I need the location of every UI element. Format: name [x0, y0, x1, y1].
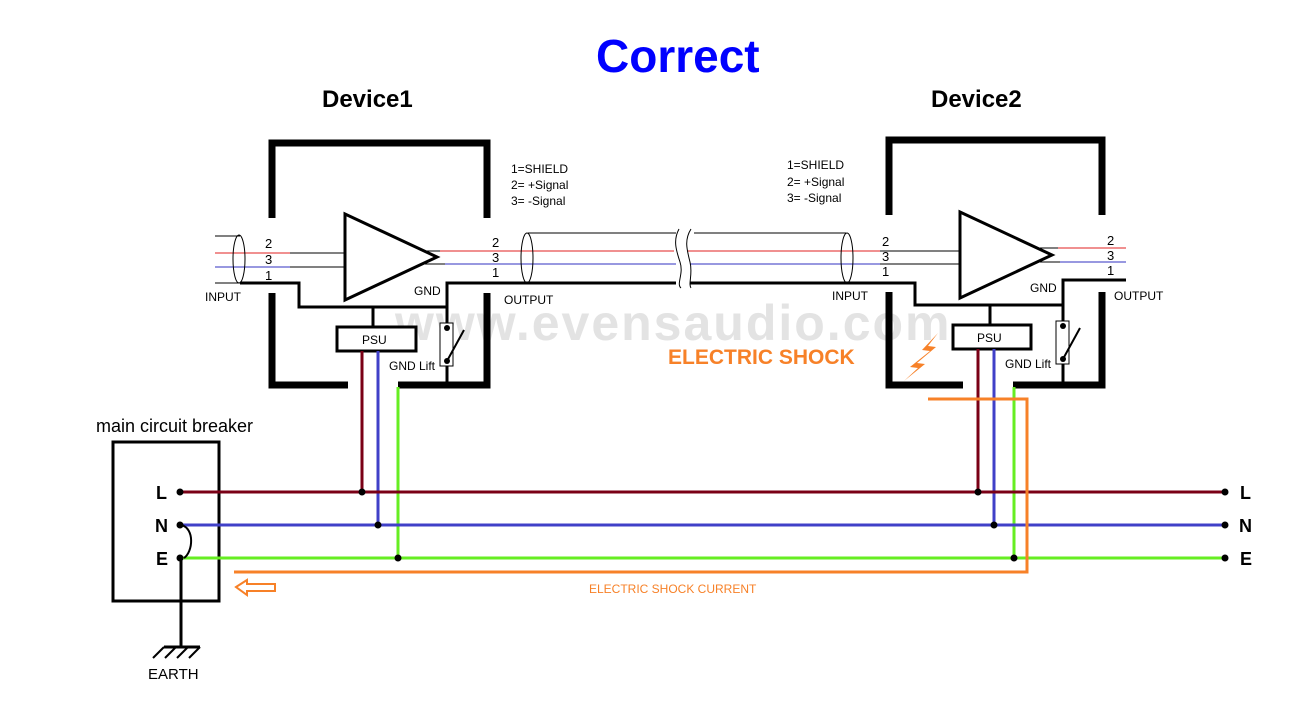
device1-output-pin-2: 2: [492, 235, 499, 250]
pin-legend-1-line-2: 2= +Signal: [511, 178, 568, 192]
device1-ground-wiring: [240, 281, 520, 385]
device1-gnd-label: GND: [414, 284, 441, 298]
device2-output-pin-2: 2: [1107, 233, 1114, 248]
junction-dots: [176, 488, 1229, 562]
device1: 2 3 1 INPUT 2 3 1 OUTPUT GND PSU: [205, 139, 554, 558]
device2-psu-label: PSU: [977, 331, 1002, 345]
shock-current-path: [234, 397, 1029, 574]
device1-gnd-lift-label: GND Lift: [389, 359, 436, 373]
device2-input-pin-1: 1: [882, 264, 889, 279]
device1-input-cable: [215, 234, 345, 284]
device1-output-pin-3: 3: [492, 250, 499, 265]
device2-psu: [951, 323, 1033, 351]
device1-gnd-lift-switch[interactable]: [439, 322, 465, 367]
pin-legend-1-line-1: 1=SHIELD: [511, 162, 568, 176]
shock-current-arrow-icon: [234, 578, 276, 597]
device2-output-label: OUTPUT: [1114, 289, 1164, 303]
pin-legend-2-line-2: 2= +Signal: [787, 175, 844, 189]
main-circuit-breaker: [111, 440, 221, 603]
device1-input-pin-3: 3: [265, 252, 272, 267]
device2-ground-wiring: [880, 278, 1126, 385]
device1-input-pin-1: 1: [265, 268, 272, 283]
earth-label: EARTH: [148, 666, 199, 683]
earth-ground-icon: [152, 558, 201, 659]
interconnect-cable: [520, 228, 880, 289]
neutral-earth-bond: [180, 524, 193, 559]
pin-legend-2-line-1: 1=SHIELD: [787, 158, 844, 172]
device1-output-pin-1: 1: [492, 265, 499, 280]
breaker-terminal-l: L: [156, 483, 167, 503]
device1-output-label: OUTPUT: [504, 293, 554, 307]
right-terminal-n: N: [1239, 516, 1252, 536]
pin-legend-2-line-3: 3= -Signal: [787, 191, 841, 205]
electric-shock-label: ELECTRIC SHOCK: [668, 346, 855, 369]
breaker-terminal-e: E: [156, 549, 168, 569]
device1-amplifier-icon: [343, 211, 441, 303]
device1-label: Device1: [322, 86, 413, 113]
device2-gnd-lift-label: GND Lift: [1005, 357, 1052, 371]
shock-current-label: ELECTRIC SHOCK CURRENT: [589, 582, 757, 596]
device2-chassis: [885, 136, 1106, 389]
breaker-label: main circuit breaker: [96, 416, 253, 436]
device2-output-pin-1: 1: [1107, 263, 1114, 278]
device2-input-pin-3: 3: [882, 249, 889, 264]
device1-psu-label: PSU: [362, 333, 387, 347]
device2-gnd-lift-switch[interactable]: [1055, 320, 1081, 365]
device2-output-pin-3: 3: [1107, 248, 1114, 263]
device2-input-pin-2: 2: [882, 234, 889, 249]
device2-gnd-label: GND: [1030, 281, 1057, 295]
pin-legend-1-line-3: 3= -Signal: [511, 194, 565, 208]
device2-input-label: INPUT: [832, 289, 869, 303]
right-terminal-l: L: [1240, 483, 1251, 503]
device1-input-label: INPUT: [205, 290, 242, 304]
cable-break-icon: [675, 228, 692, 289]
device2-amplifier-icon: [958, 209, 1056, 301]
breaker-terminal-n: N: [155, 516, 168, 536]
device1-input-pin-2: 2: [265, 236, 272, 251]
device2: 2 3 1 INPUT 2 3 1 OUTPUT GND PSU: [832, 136, 1164, 558]
diagram-title: Correct: [596, 30, 760, 82]
right-terminal-e: E: [1240, 549, 1252, 569]
device2-label: Device2: [931, 86, 1022, 113]
watermark: www.evensaudio.com: [394, 295, 952, 351]
device1-chassis: [268, 139, 491, 389]
